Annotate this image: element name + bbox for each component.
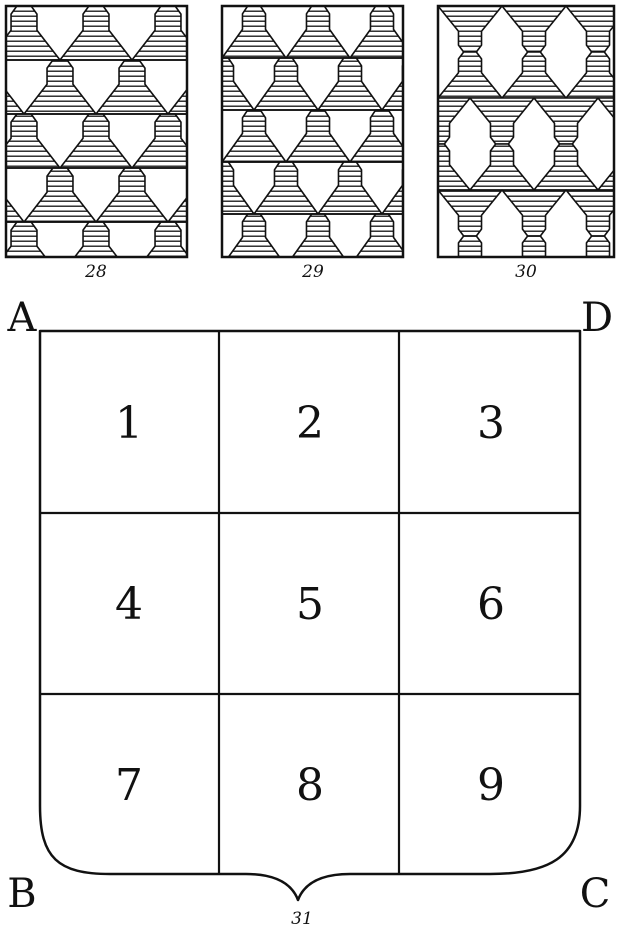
counter-vair-bell bbox=[438, 96, 439, 99]
vair-bell bbox=[222, 6, 287, 59]
vair-bell bbox=[6, 221, 47, 257]
vair-bell bbox=[95, 59, 169, 115]
vair-29-tiles bbox=[126, 6, 510, 318]
counter-vair-bell bbox=[438, 189, 503, 237]
vair-bell bbox=[446, 266, 510, 318]
counter-vair-bell bbox=[457, 235, 483, 257]
vair-bell bbox=[168, 276, 240, 330]
vair-bell bbox=[131, 113, 187, 169]
vair-28-tiles bbox=[6, 6, 312, 330]
point-8: 8 bbox=[296, 760, 324, 811]
counter-vair-bell bbox=[501, 189, 567, 237]
counter-vair-bell bbox=[585, 235, 611, 257]
vair-bell bbox=[381, 167, 403, 215]
point-4: 4 bbox=[115, 579, 143, 630]
corner-label-d: D bbox=[581, 295, 613, 341]
vair-bell bbox=[222, 109, 287, 163]
counter-vair-bell bbox=[597, 168, 614, 191]
vair-bell bbox=[190, 266, 254, 318]
vair-28-caption: 28 bbox=[84, 262, 107, 282]
vair-figure-30: 30 bbox=[342, 4, 616, 328]
point-7: 7 bbox=[115, 760, 143, 811]
vair-bell bbox=[6, 197, 25, 223]
counter-vair-bell bbox=[438, 51, 503, 99]
vair-bell bbox=[381, 63, 403, 111]
vair-bell bbox=[145, 221, 187, 257]
point-9: 9 bbox=[477, 760, 505, 811]
counter-vair-bell bbox=[533, 143, 599, 191]
corner-label-a: A bbox=[7, 295, 38, 341]
vair-bell bbox=[240, 276, 312, 330]
counter-vair-bell bbox=[565, 189, 614, 237]
counter-vair-bell bbox=[533, 97, 599, 145]
vair-figure-28: 28 bbox=[4, 4, 312, 330]
vair-30-frame bbox=[436, 4, 616, 259]
counter-vair-bell bbox=[406, 282, 470, 328]
counter-vair-bell bbox=[438, 143, 471, 191]
counter-vair-bell bbox=[342, 282, 406, 328]
vair-bell bbox=[382, 266, 446, 318]
shield-outline bbox=[38, 329, 582, 902]
vair-bell bbox=[349, 6, 403, 59]
vair-bell bbox=[59, 6, 133, 61]
vair-bell bbox=[285, 109, 351, 163]
vair-30-caption: 30 bbox=[515, 262, 537, 282]
vair-bell bbox=[59, 113, 133, 169]
point-6: 6 bbox=[477, 579, 505, 630]
counter-vair-bell bbox=[501, 51, 567, 99]
vair-29-caption: 29 bbox=[301, 262, 324, 282]
vair-bell bbox=[95, 167, 169, 223]
counter-vair-bell bbox=[469, 143, 535, 191]
counter-vair-bell bbox=[565, 6, 614, 53]
vair-bell bbox=[6, 113, 61, 169]
point-2: 2 bbox=[296, 398, 324, 449]
point-1: 1 bbox=[115, 398, 143, 449]
vair-bell bbox=[317, 57, 383, 111]
corner-label-c: C bbox=[580, 871, 611, 917]
counter-vair-bell bbox=[565, 51, 614, 99]
vair-figure-29: 29 bbox=[126, 4, 510, 318]
vair-28-frame bbox=[4, 4, 189, 259]
vair-bell bbox=[131, 6, 187, 61]
counter-vair-bell bbox=[470, 282, 534, 328]
vair-bell bbox=[23, 167, 97, 223]
vair-bell bbox=[318, 266, 382, 318]
vair-bell bbox=[6, 89, 25, 115]
vair-bell bbox=[96, 276, 168, 330]
vair-30-tiles bbox=[342, 6, 614, 328]
vair-bell bbox=[167, 88, 187, 115]
vair-bell bbox=[253, 57, 319, 111]
vair-bell bbox=[349, 109, 403, 163]
vair-bell bbox=[167, 196, 187, 223]
vair-bell bbox=[23, 59, 97, 115]
vair-bell bbox=[6, 6, 61, 61]
vair-bell bbox=[317, 161, 383, 215]
point-5: 5 bbox=[296, 579, 324, 630]
vair-bell bbox=[126, 266, 190, 318]
counter-vair-bell bbox=[469, 97, 535, 145]
corner-label-b: B bbox=[7, 871, 36, 917]
counter-vair-bell bbox=[438, 6, 503, 53]
shield-figure-31: A D B C 1 2 3 4 5 6 7 8 9 31 bbox=[7, 295, 613, 929]
vair-bell bbox=[253, 161, 319, 215]
shield-31-caption: 31 bbox=[291, 909, 313, 929]
counter-vair-bell bbox=[597, 97, 614, 120]
counter-vair-bell bbox=[521, 235, 547, 257]
counter-vair-bell bbox=[501, 6, 567, 53]
point-3: 3 bbox=[477, 398, 505, 449]
vair-bell bbox=[285, 6, 351, 59]
vair-29-frame bbox=[220, 4, 405, 259]
